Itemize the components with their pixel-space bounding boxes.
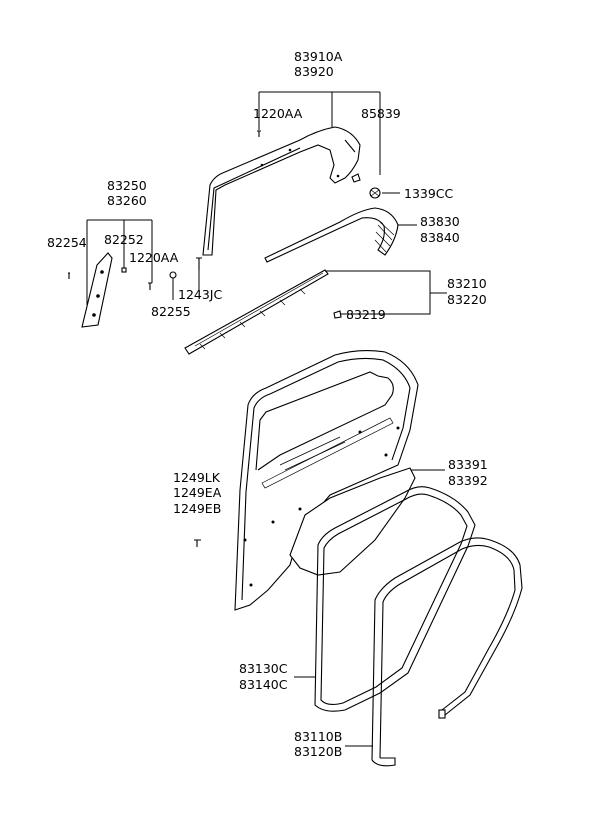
label-1249eb: 1249EB [173,501,221,516]
label-83110b: 83110B [294,729,342,744]
label-1220aa-top: 1220AA [253,106,303,121]
label-83220: 83220 [447,292,487,307]
screw-1220aa-mid [148,282,152,290]
label-83392: 83392 [448,473,488,488]
label-85839: 85839 [361,106,401,121]
clip-85839 [351,173,361,183]
body-weatherstrip-part [314,486,476,712]
label-1220aa-mid: 1220AA [129,250,179,265]
frame-garnish-part [202,126,361,256]
label-83830: 83830 [420,214,460,229]
label-83260: 83260 [107,193,147,208]
label-83130c: 83130C [239,661,288,676]
label-82255: 82255 [151,304,191,319]
label-83120b: 83120B [294,744,342,759]
label-82254: 82254 [47,235,87,250]
label-83210: 83210 [447,276,487,291]
label-83219: 83219 [346,307,386,322]
screw-1249 [194,539,201,547]
rear-door-panel [234,349,419,611]
screw-1220aa-top [257,130,261,137]
clip-82252 [121,267,127,273]
label-83910a: 83910A [294,49,343,64]
label-83920: 83920 [294,64,334,79]
label-1249ea: 1249EA [173,485,222,500]
clip-83219 [333,310,342,319]
pillar-trim-part [81,252,113,328]
label-82252: 82252 [104,232,144,247]
leader-lines [86,91,447,747]
nut-82255 [169,271,177,279]
sealing-cover-part [289,467,416,576]
moulding-part [264,207,399,263]
label-83391: 83391 [448,457,488,472]
label-1243jc: 1243JC [178,287,222,302]
belt-weatherstrip-part [184,269,329,355]
part-labels: 83910A 83920 1220AA 85839 1339CC 83830 8… [47,49,488,759]
label-83250: 83250 [107,178,147,193]
cap-1339cc [369,187,381,199]
clip-82254 [68,272,70,279]
label-83140c: 83140C [239,677,288,692]
door-opening-weatherstrip-part [371,537,523,767]
label-1339cc: 1339CC [404,186,454,201]
label-1249lk: 1249LK [173,470,221,485]
screw-1243jc [196,257,202,270]
label-83840: 83840 [420,230,460,245]
